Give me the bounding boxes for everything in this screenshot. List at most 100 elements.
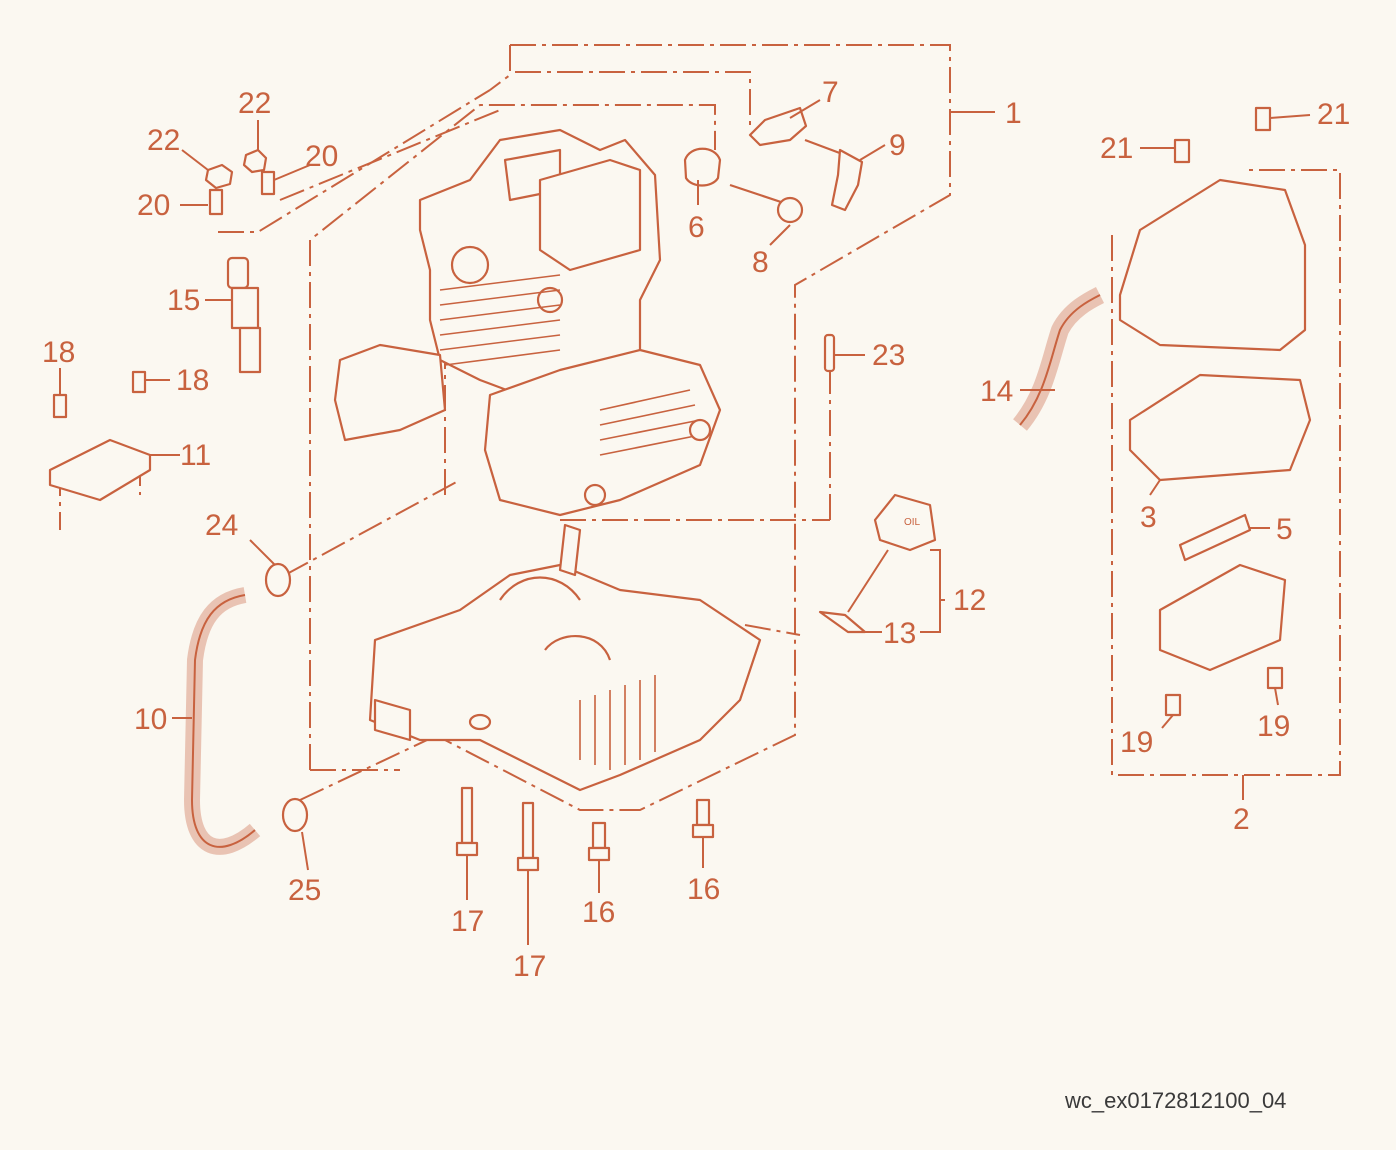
label-part-14: 14 — [980, 375, 1013, 408]
crankcase-ribs — [599, 389, 701, 456]
label-part-16b: 16 — [687, 873, 720, 906]
bolt-18b — [131, 370, 147, 394]
breather-hose-10 — [184, 562, 309, 855]
label-part-6: 6 — [688, 211, 705, 244]
nut-22b — [242, 148, 268, 174]
spark-plug-top — [226, 256, 250, 290]
drawing-code: wc_ex0172812100_04 — [1064, 1088, 1286, 1113]
stud-20a — [208, 188, 224, 216]
bolt-16b-shank — [695, 798, 711, 827]
outline-rocker-top — [515, 71, 751, 130]
label-part-19b: 19 — [1257, 710, 1290, 743]
callout-labels: 1 2 3 5 6 7 8 9 10 11 12 13 14 15 16 16 … — [42, 76, 1350, 983]
label-part-9: 9 — [889, 129, 906, 162]
label-part-18b: 18 — [176, 364, 209, 397]
label-part-25: 25 — [288, 874, 321, 907]
main-bearing-left — [499, 576, 581, 601]
label-part-2: 2 — [1233, 803, 1250, 836]
label-part-24: 24 — [205, 509, 238, 542]
dipstick-12: OIL — [818, 493, 937, 634]
label-part-21b: 21 — [1317, 98, 1350, 131]
dowel-pin-23 — [823, 333, 836, 373]
outline-block-left — [309, 104, 716, 770]
vent-hose-14 — [1012, 286, 1105, 431]
outline-group-2 — [1111, 169, 1341, 776]
cylinder-block — [333, 128, 722, 517]
label-part-18a: 18 — [42, 336, 75, 369]
label-part-17a: 17 — [451, 905, 484, 938]
label-part-20a: 20 — [137, 189, 170, 222]
sump-fins — [579, 675, 656, 770]
label-part-23: 23 — [872, 339, 905, 372]
outline-hose-lower-link — [299, 714, 481, 801]
valve-cover-group — [1012, 106, 1312, 717]
label-part-20b: 20 — [305, 140, 338, 173]
spark-plug-insulator — [230, 286, 260, 330]
gasket-13 — [818, 610, 867, 634]
bolt-16a-shank — [591, 821, 607, 850]
vent-hose-14-line — [1019, 294, 1101, 426]
bolt-21a — [1173, 138, 1191, 164]
intake-port — [450, 245, 490, 285]
bolt-19a — [1164, 693, 1182, 717]
bolt-16a-head — [587, 846, 611, 862]
push-rod-9 — [804, 138, 846, 157]
stud-20b — [260, 170, 276, 196]
rocker-8-head — [776, 196, 804, 224]
label-part-3: 3 — [1140, 501, 1157, 534]
block-side-mount — [333, 343, 447, 442]
bolt-21b — [1254, 106, 1272, 132]
breather-plate — [1158, 563, 1287, 672]
label-part-1: 1 — [1005, 97, 1022, 130]
label-part-16a: 16 — [582, 896, 615, 929]
label-part-5: 5 — [1276, 513, 1293, 546]
rocker-9-arm — [830, 148, 864, 212]
crankcase-upper — [483, 348, 722, 517]
rocker-arm-6 — [683, 147, 722, 187]
nuts-studs — [204, 148, 276, 216]
bolt-16b-head — [691, 823, 715, 839]
label-part-10: 10 — [134, 703, 167, 736]
main-bearing-right — [544, 635, 612, 661]
crankcase-lower — [368, 523, 762, 792]
label-part-13: 13 — [883, 617, 916, 650]
rocker-parts — [683, 106, 864, 224]
label-part-19a: 19 — [1120, 726, 1153, 759]
outline-group-1 — [444, 44, 951, 811]
cover-gasket-3 — [1128, 373, 1312, 482]
label-part-12: 12 — [953, 584, 986, 617]
breather-flange — [373, 698, 412, 742]
bolt-17b-head — [516, 856, 540, 872]
crankcase-bolts — [455, 786, 715, 872]
label-part-21a: 21 — [1100, 132, 1133, 165]
bolt-18a — [52, 393, 68, 419]
cooling-fins — [439, 274, 561, 366]
leader-lines — [59, 99, 1311, 945]
bolt-17a-shank — [460, 786, 474, 845]
label-part-17b: 17 — [513, 950, 546, 983]
label-part-7: 7 — [822, 76, 839, 109]
valve-cover-2 — [1118, 178, 1307, 352]
outline-hose-upper-link — [284, 479, 461, 576]
nut-22a — [204, 163, 234, 190]
locating-rib — [558, 523, 582, 577]
pad-5 — [1178, 513, 1252, 562]
clamp-24 — [264, 562, 292, 598]
label-part-22a: 22 — [147, 124, 180, 157]
outline-group-1-top — [489, 45, 511, 91]
dipstick-cap — [873, 493, 937, 552]
rocker-box — [538, 158, 642, 272]
bracket-plate — [48, 438, 152, 502]
bolt-17a-head — [455, 841, 479, 857]
lower-bolt-boss — [583, 483, 607, 507]
dipstick-oil-text: OIL — [904, 517, 921, 528]
label-part-15: 15 — [167, 284, 200, 317]
outline-nut-link — [218, 89, 491, 233]
outline-nut-link-2 — [279, 109, 501, 201]
spark-plug-15 — [226, 256, 262, 374]
crankcase-lower-body — [368, 563, 762, 792]
label-part-8: 8 — [752, 246, 769, 279]
spark-plug-thread — [238, 326, 262, 374]
